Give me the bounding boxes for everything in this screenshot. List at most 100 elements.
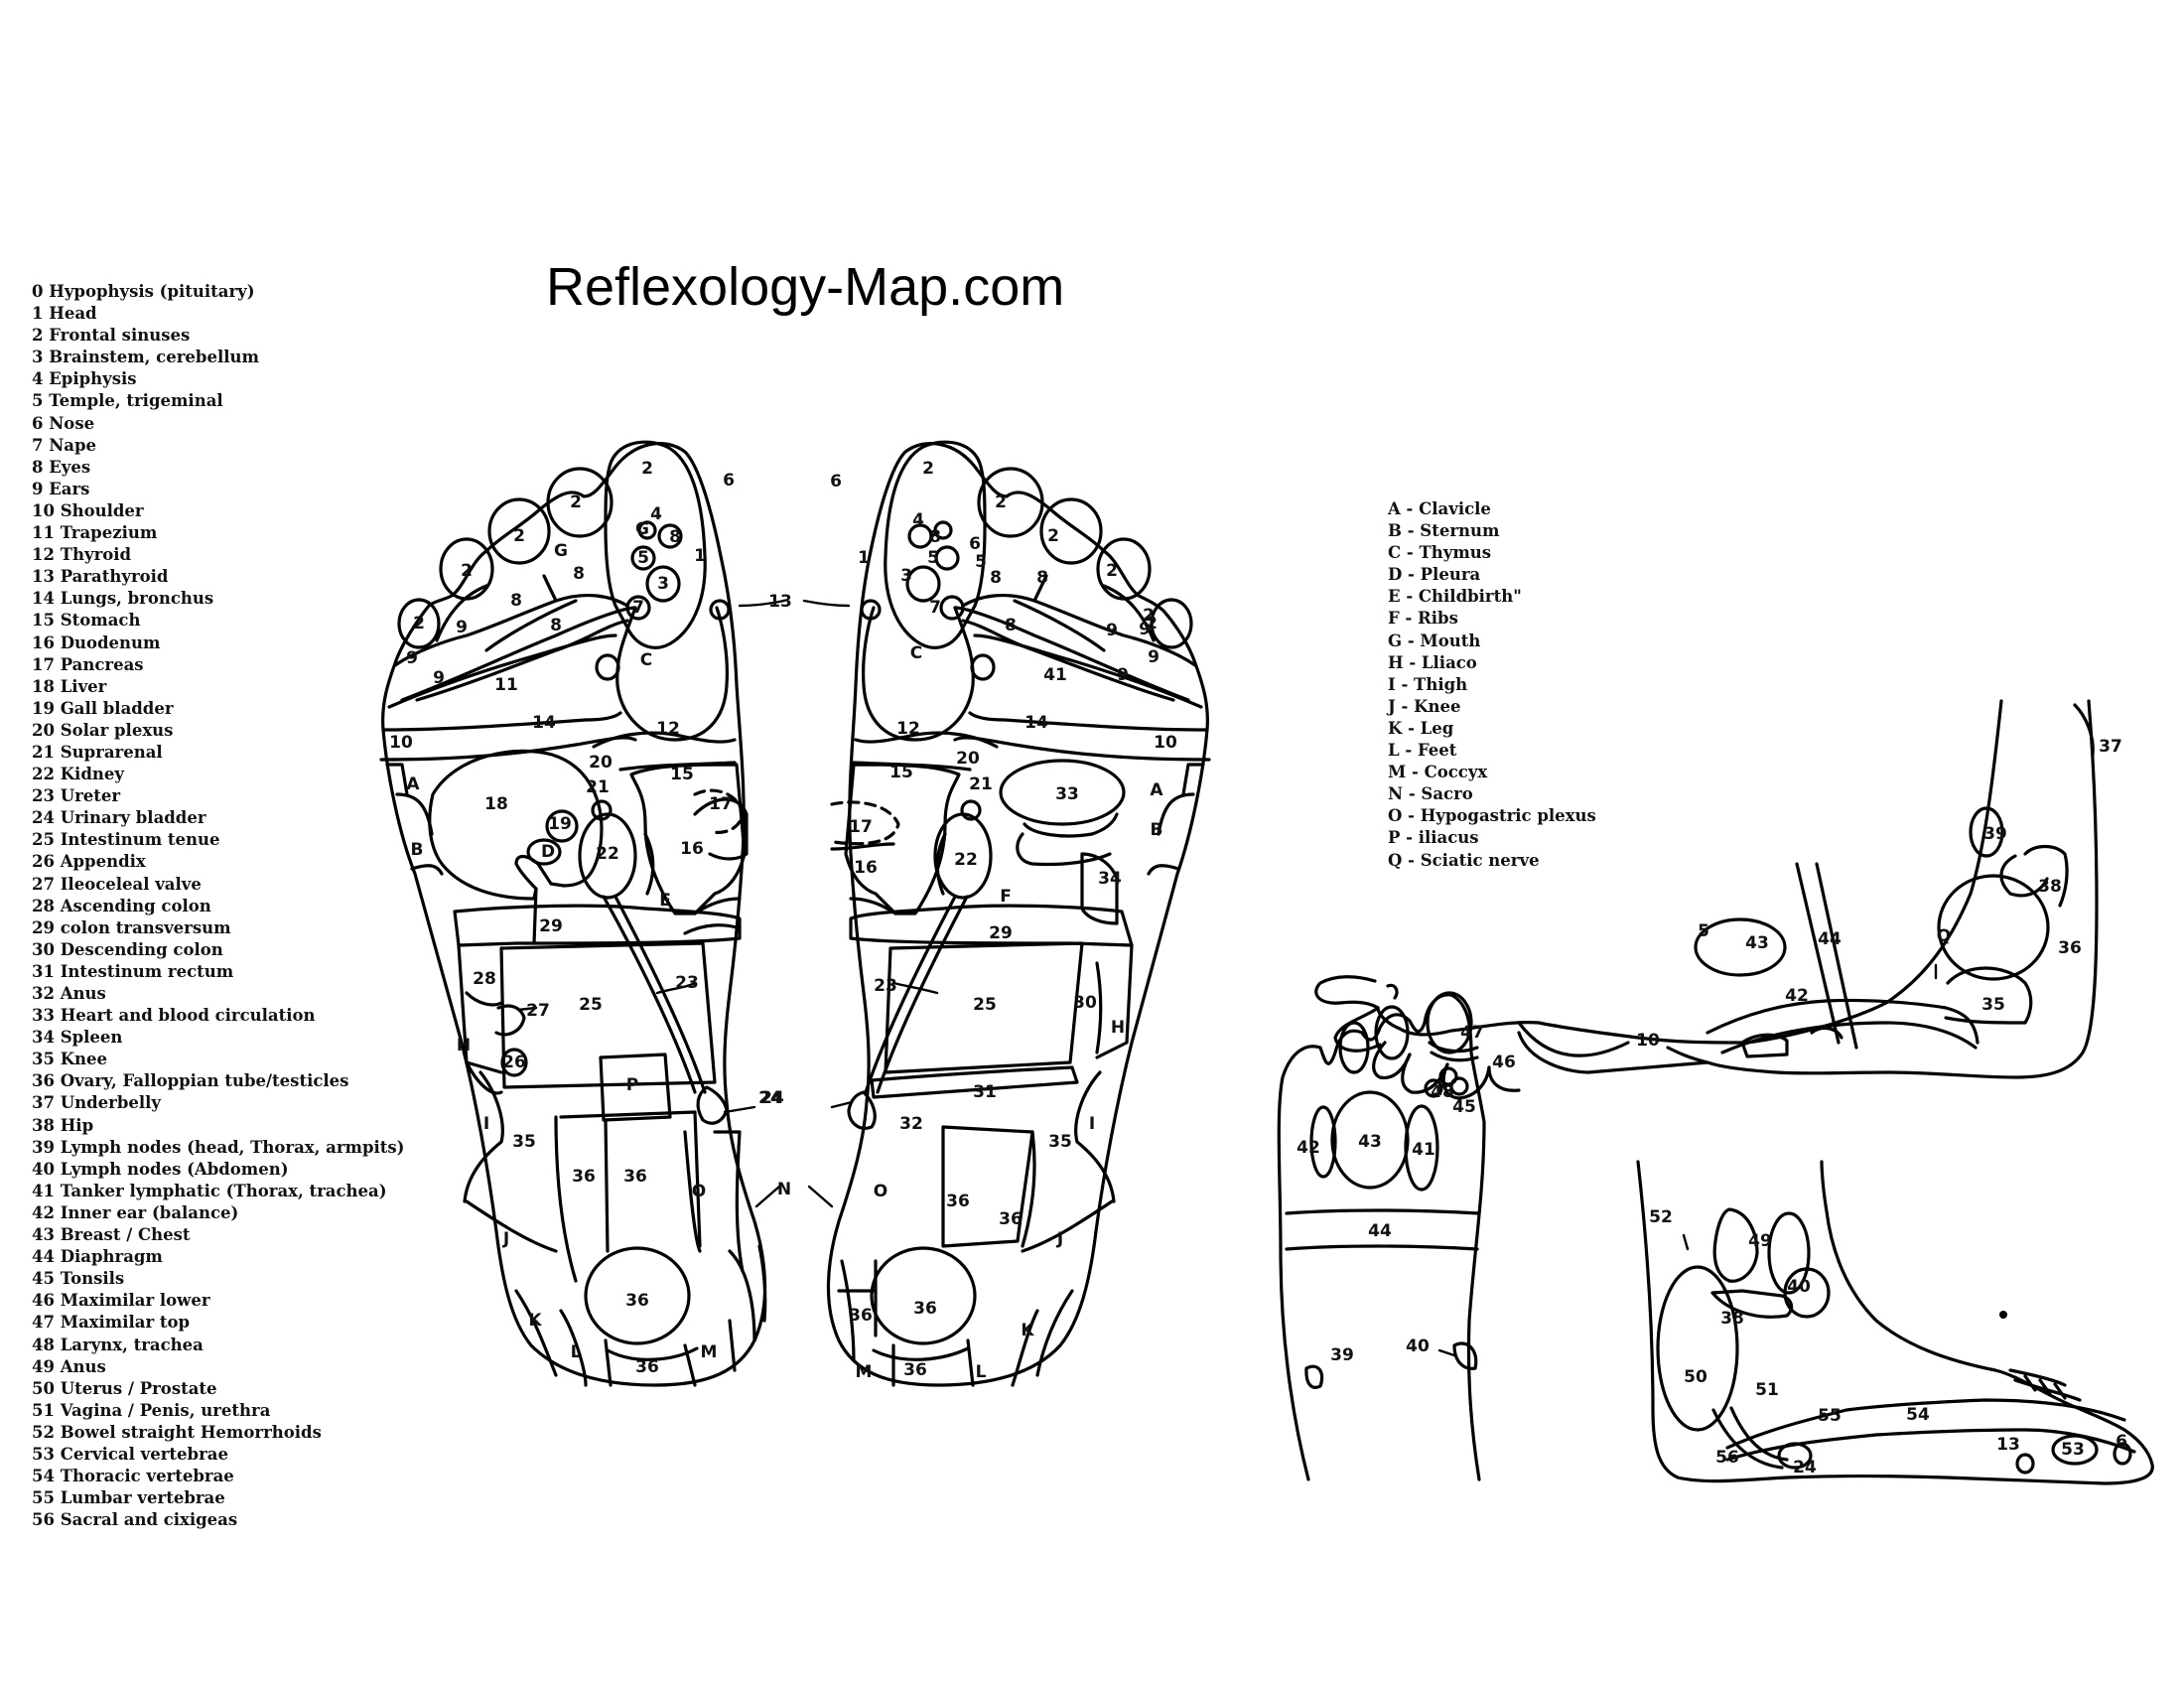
region-label: 42 [1297, 1138, 1320, 1158]
region-label: 2 [1146, 614, 1158, 633]
legend-entry: 40 Lymph nodes (Abdomen) [32, 1159, 289, 1179]
region-label: Q [1937, 926, 1951, 946]
region-label: 40 [1406, 1336, 1430, 1356]
region-label: 12 [896, 719, 920, 739]
legend-entry: H - Lliaco [1388, 652, 1477, 672]
legend-entry: 18 Liver [32, 676, 107, 696]
legend-entry: 26 Appendix [32, 852, 146, 872]
region-label: 35 [512, 1132, 536, 1152]
foot-dorsum [1277, 991, 1486, 1481]
legend-entry: 19 Gall bladder [32, 698, 174, 718]
region-label: 24 [1793, 1458, 1817, 1477]
region-label: I [483, 1114, 489, 1134]
region-label: 8 [510, 591, 522, 611]
region-label: C [640, 650, 652, 670]
legend-entry: 42 Inner ear (balance) [32, 1202, 239, 1222]
legend-entry: 47 Maximilar top [32, 1313, 191, 1333]
region-label: P [626, 1075, 638, 1095]
region-label: F [1000, 887, 1012, 907]
legend-entry: 5 Temple, trigeminal [32, 391, 223, 411]
region-label: 2 [461, 561, 473, 581]
region-label: 5 [927, 548, 939, 568]
region-label: 52 [1649, 1207, 1673, 1227]
legend-entry: 0 Hypophysis (pituitary) [32, 282, 255, 301]
legend-entry: A - Clavicle [1388, 499, 1491, 518]
legend-entry: 45 Tonsils [32, 1269, 125, 1289]
legend-entry: P - iliacus [1388, 828, 1479, 848]
region-label: 3 [900, 566, 912, 586]
legend-entry: 41 Tanker lymphatic (Thorax, trachea) [32, 1181, 387, 1200]
region-label: 44 [1818, 929, 1842, 949]
region-label: 25 [973, 995, 997, 1015]
legend-entry: L - Feet [1388, 741, 1457, 761]
region-label: 44 [1368, 1221, 1392, 1241]
region-label: B [1151, 820, 1163, 840]
legend-entry: 1 Head [32, 304, 97, 324]
legend-entry: C - Thymus [1388, 543, 1492, 563]
region-label: 36 [623, 1167, 647, 1187]
region-label: 22 [954, 850, 978, 870]
region-label: 36 [913, 1299, 937, 1319]
legend-entry: 2 Frontal sinuses [32, 326, 191, 346]
region-label: 43 [1745, 933, 1769, 953]
region-label: 36 [999, 1209, 1023, 1229]
left-foot-sole [379, 440, 786, 1387]
legend-entry: 20 Solar plexus [32, 720, 174, 740]
legend-entry: 35 Knee [32, 1050, 108, 1069]
region-label: 9 [433, 668, 445, 688]
region-label: 8 [929, 527, 941, 547]
region-label: B [411, 840, 424, 860]
region-label: 7 [632, 598, 644, 618]
region-label: 6 [2116, 1432, 2127, 1452]
region-label: 2 [1143, 606, 1155, 626]
region-label: 8 [990, 568, 1002, 588]
legend-entry: 46 Maximilar lower [32, 1291, 210, 1311]
region-label: 5 [975, 552, 987, 572]
region-label: 8 [573, 564, 585, 584]
region-label: G [635, 519, 649, 539]
region-label: 33 [1055, 784, 1079, 804]
legend-entry: J - Knee [1388, 696, 1461, 716]
region-label: 1 [694, 546, 706, 566]
legend-entry: 32 Anus [32, 984, 106, 1003]
legend-entry: 27 Ileoceleal valve [32, 874, 202, 894]
region-label: 8 [669, 527, 681, 547]
region-label: C [910, 643, 922, 663]
legend-entry: 30 Descending colon [32, 939, 223, 959]
region-label: 36 [946, 1192, 970, 1211]
region-label: 23 [874, 976, 897, 996]
region-label: I [1089, 1114, 1095, 1134]
legend-entry: 4 Epiphysis [32, 369, 137, 389]
region-label: 36 [903, 1360, 927, 1380]
region-label: 17 [709, 794, 733, 814]
legend-entry: 21 Suprarenal [32, 742, 163, 762]
region-label: 27 [526, 1001, 550, 1021]
region-label: 55 [1818, 1406, 1842, 1426]
region-label: 20 [956, 749, 980, 769]
region-label: 28 [473, 969, 496, 989]
legend-entry: 55 Lumbar vertebrae [32, 1488, 225, 1508]
legend-entry: 34 Spleen [32, 1028, 123, 1048]
region-label: 21 [969, 774, 993, 794]
region-label: 56 [1715, 1448, 1739, 1468]
region-label: 2 [570, 492, 582, 512]
legend-entry: 54 Thoracic vertebrae [32, 1467, 234, 1486]
region-label: 48 [1431, 1082, 1454, 1102]
region-label: 2 [922, 459, 934, 479]
region-label: 2 [1106, 561, 1118, 581]
region-label: 6 [830, 472, 842, 492]
region-label: 24 [758, 1088, 782, 1108]
region-label: 29 [989, 923, 1013, 943]
legend-entry: 10 Shoulder [32, 500, 144, 520]
legend-entry: 38 Hip [32, 1115, 94, 1135]
region-label: 2 [1047, 526, 1059, 546]
region-label: 9 [1117, 665, 1129, 685]
region-label: 14 [1024, 713, 1048, 733]
foot-side-outer [1314, 699, 2099, 1100]
region-label: K [1021, 1321, 1034, 1340]
region-label: 23 [675, 973, 699, 993]
legend-entry: 43 Breast / Chest [32, 1225, 191, 1245]
region-label: 50 [1684, 1367, 1707, 1387]
